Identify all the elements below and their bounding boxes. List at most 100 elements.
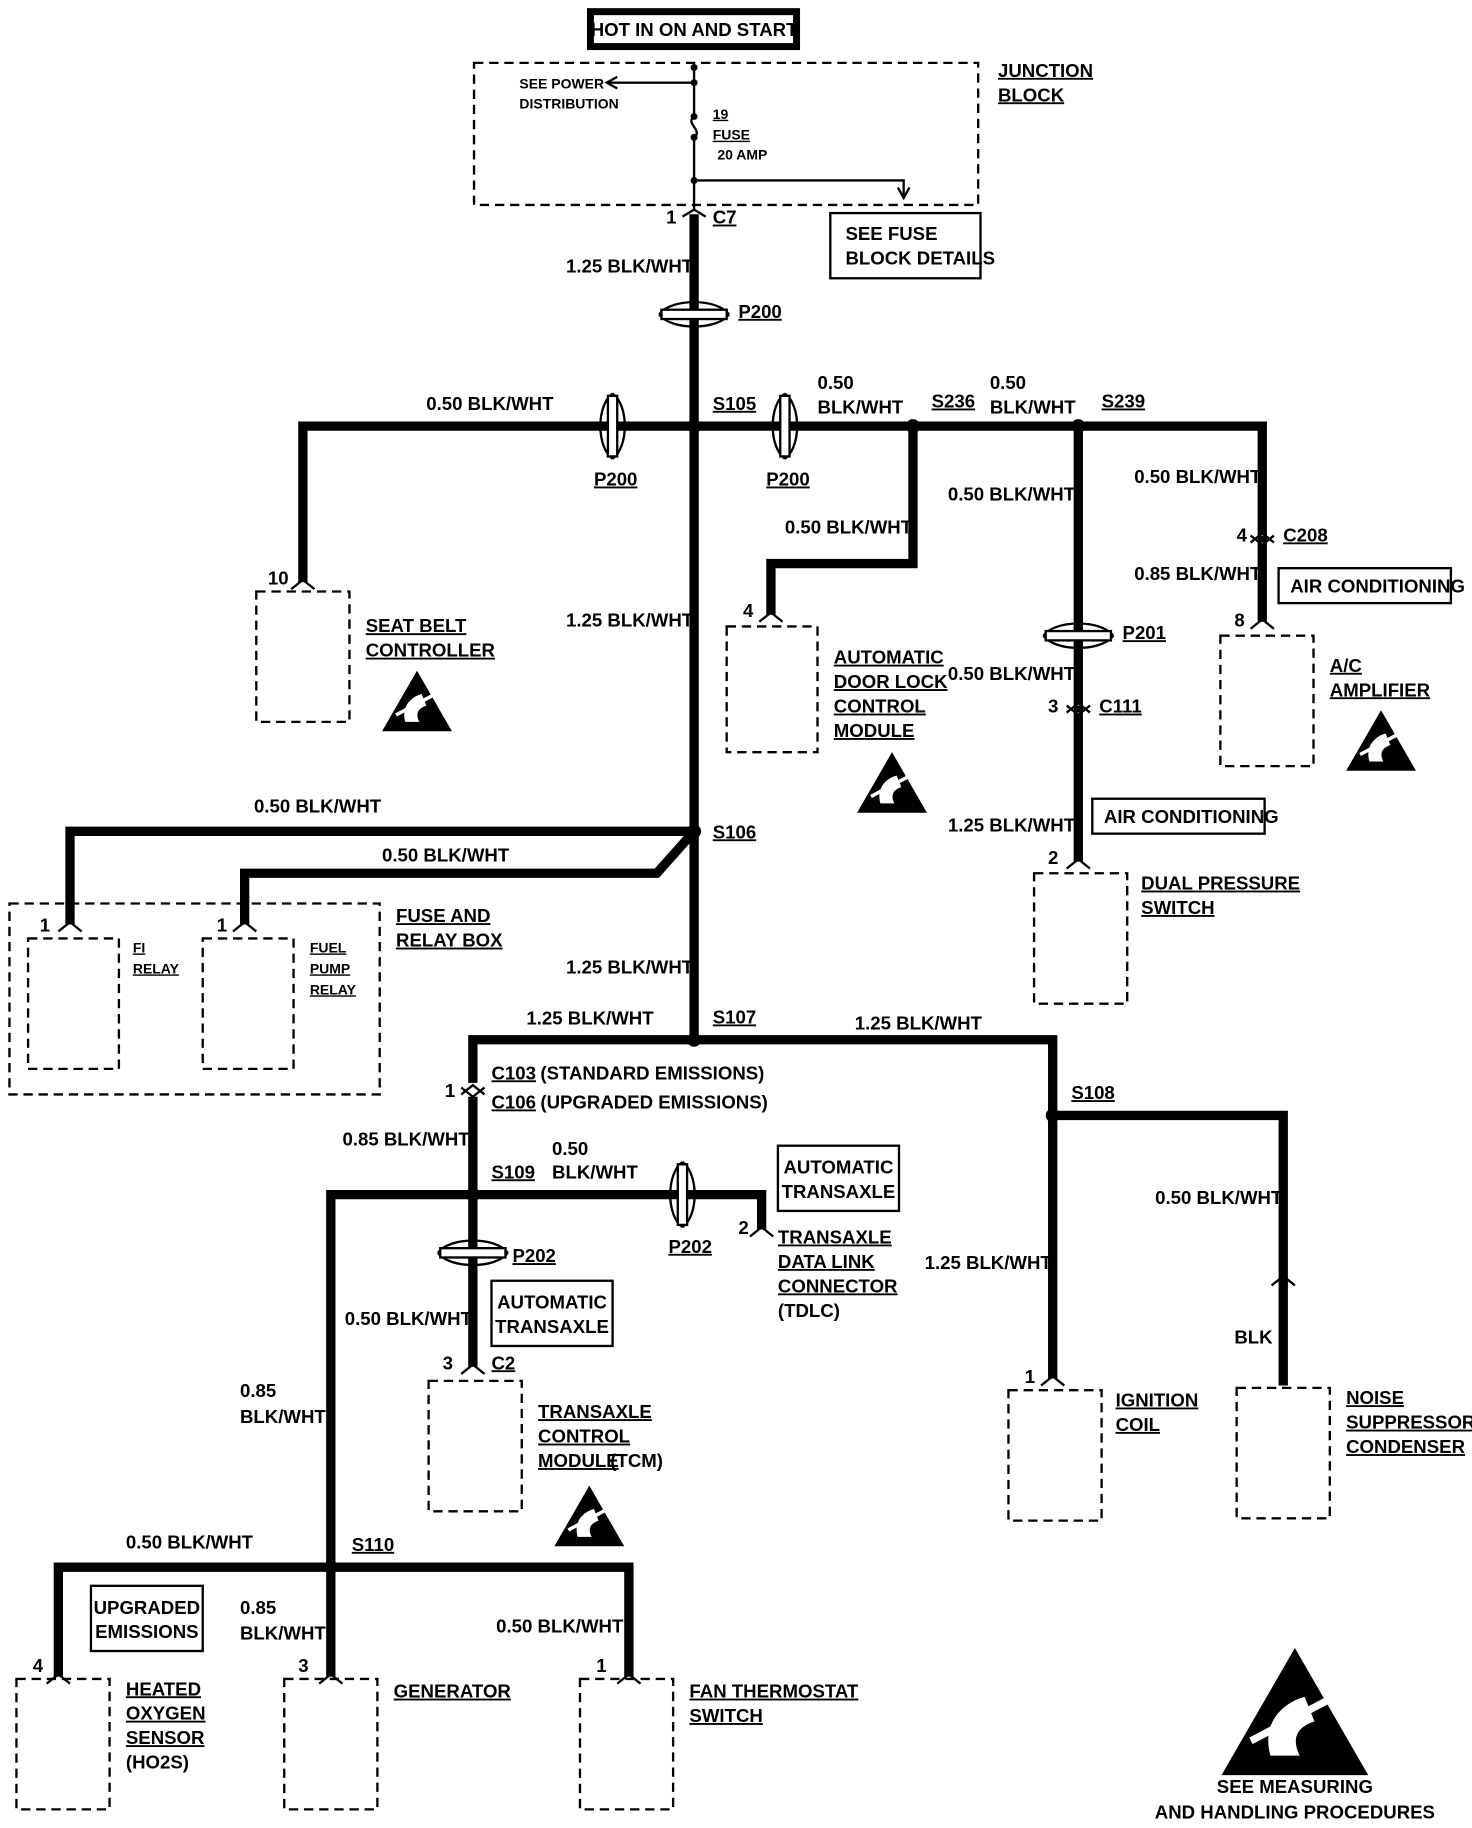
ac-amp-label-2: AMPLIFIER: [1330, 679, 1431, 700]
wire-label: 0.50 BLK/WHT: [1155, 1187, 1283, 1208]
tcm-label-1: TRANSAXLE: [538, 1401, 652, 1422]
esd-warning-icon: [380, 668, 454, 733]
s108-label: S108: [1071, 1082, 1114, 1103]
p201-connector: [1042, 622, 1115, 650]
esd-warning-icon: [552, 1483, 626, 1548]
door-lock-label-4: MODULE: [834, 720, 915, 741]
fan-thermo-label-2: SWITCH: [689, 1705, 762, 1726]
air-conditioning-label: AIR CONDITIONING: [1290, 576, 1465, 597]
splice-s105: [687, 419, 702, 434]
splice-s107: [687, 1032, 702, 1047]
p200-connector: [658, 300, 730, 328]
wire-label: 0.50 BLK/WHT: [345, 1308, 473, 1329]
dual-pressure-switch: [1032, 872, 1129, 1005]
fuel-pump-pin: 1: [217, 914, 227, 935]
s239-label: S239: [1102, 391, 1145, 412]
c103-note: (STANDARD EMISSIONS): [540, 1062, 764, 1083]
p202-right-connector: [669, 1161, 696, 1229]
fuse-relay-box-label-1: FUSE AND: [396, 905, 490, 926]
door-lock-label-3: CONTROL: [834, 696, 926, 717]
fi-relay: [26, 937, 121, 1071]
automatic-transaxle-note: [776, 1144, 901, 1213]
ho2s-pin: 4: [33, 1655, 44, 1676]
s236-label: S236: [932, 391, 975, 412]
s107-label: S107: [713, 1006, 756, 1027]
automatic-transaxle-note: [490, 1279, 614, 1348]
wire-label: 0.85: [240, 1380, 276, 1401]
fuel-pump-label-3: RELAY: [310, 981, 357, 997]
wire-label: 1.25 BLK/WHT: [526, 1008, 654, 1029]
ho2s-label-2: OXYGEN: [126, 1703, 206, 1724]
tdlc-label-4: (TDLC): [778, 1300, 840, 1321]
p200-left-connector: [599, 392, 626, 460]
seat-belt-pin: 10: [268, 567, 289, 588]
see-fuse-block-box: [829, 211, 982, 280]
fuse-relay-box: [8, 902, 381, 1096]
tdlc-pin: 2: [738, 1217, 748, 1238]
wire-label: BLK/WHT: [990, 396, 1076, 417]
air-conditioning-label: AIR CONDITIONING: [1104, 806, 1279, 827]
wire-label: 0.50 BLK/WHT: [496, 1615, 624, 1636]
wire-label: 0.85: [240, 1597, 276, 1618]
fuel-pump-label-2: PUMP: [310, 960, 350, 976]
seat-belt-label-2: CONTROLLER: [366, 640, 496, 661]
p202-right-label: P202: [668, 1236, 711, 1257]
wire-label: 0.85 BLK/WHT: [1134, 563, 1262, 584]
c2-pin: 3: [443, 1352, 453, 1373]
c7-label: C7: [713, 207, 737, 228]
see-power-distribution: SEE POWER: [519, 75, 604, 91]
arrow-icon: [604, 75, 618, 90]
c106-label: C106: [491, 1091, 535, 1112]
fuse-number: 19: [713, 106, 729, 122]
wire-label: 1.25 BLK/WHT: [925, 1252, 1053, 1273]
wire-label: BLK/WHT: [240, 1622, 326, 1643]
measuring-note-2: AND HANDLING PROCEDURES: [1155, 1802, 1435, 1823]
air-conditioning-note: [1091, 797, 1266, 835]
esd-warning-icon: [1344, 708, 1418, 773]
auto-transaxle-label-1: AUTOMATIC: [784, 1157, 894, 1178]
noise-label-2: SUPPRESSOR: [1346, 1412, 1472, 1433]
c111-label: C111: [1099, 696, 1141, 717]
upgraded-label-1: UPGRADED: [94, 1597, 200, 1618]
s105-label: S105: [713, 393, 756, 414]
tcm-label-3: MODULE: [538, 1450, 619, 1471]
seat-belt-label-1: SEAT BELT: [366, 615, 467, 636]
generator: [283, 1677, 379, 1811]
generator-label: GENERATOR: [394, 1681, 512, 1702]
wire-label: 0.50 BLK/WHT: [948, 484, 1076, 505]
s110-label: S110: [352, 1534, 394, 1555]
wire-label: BLK: [1234, 1327, 1273, 1348]
p200-right-connector: [771, 392, 799, 460]
fan-thermo-pin: 1: [596, 1655, 606, 1676]
auto-transaxle-label-2: TRANSAXLE: [782, 1181, 896, 1202]
auto-transaxle-label-2: TRANSAXLE: [495, 1316, 609, 1337]
wire-label: BLK/WHT: [552, 1161, 638, 1182]
air-conditioning-note: [1277, 567, 1453, 605]
wire-label: 0.50 BLK/WHT: [126, 1532, 254, 1553]
fuse-relay-box-label-2: RELAY BOX: [396, 930, 503, 951]
wire-label: 0.50 BLK/WHT: [785, 516, 913, 537]
tdlc-label-1: TRANSAXLE: [778, 1227, 892, 1248]
c2-label: C2: [491, 1352, 515, 1373]
p200-left-label: P200: [594, 469, 637, 490]
wire-label: 0.50 BLK/WHT: [948, 663, 1076, 684]
title: HOT IN ON AND START: [591, 19, 798, 40]
fan-thermo-label-1: FAN THERMOSTAT: [689, 1681, 858, 1702]
wire-label: 1.25 BLK/WHT: [566, 956, 694, 977]
see-power-distribution-2: DISTRIBUTION: [519, 95, 618, 111]
fuse-word: FUSE: [713, 127, 750, 143]
fuse-amp: 20 AMP: [717, 147, 767, 163]
c103-label: C103: [491, 1062, 535, 1083]
p200-right-label: P200: [766, 469, 809, 490]
fuel-pump-label-1: FUEL: [310, 939, 347, 955]
p202-label: P202: [512, 1245, 555, 1266]
wire-label: 0.50 BLK/WHT: [382, 845, 510, 866]
door-lock-module: [725, 625, 819, 754]
upgraded-label-2: EMISSIONS: [95, 1621, 198, 1642]
wire-label: BLK/WHT: [818, 396, 904, 417]
tcm-label-2: CONTROL: [538, 1426, 630, 1447]
dual-pressure-label-1: DUAL PRESSURE: [1141, 873, 1300, 894]
c7-pin: 1: [666, 207, 676, 228]
junction-block-label: JUNCTION: [998, 60, 1093, 81]
